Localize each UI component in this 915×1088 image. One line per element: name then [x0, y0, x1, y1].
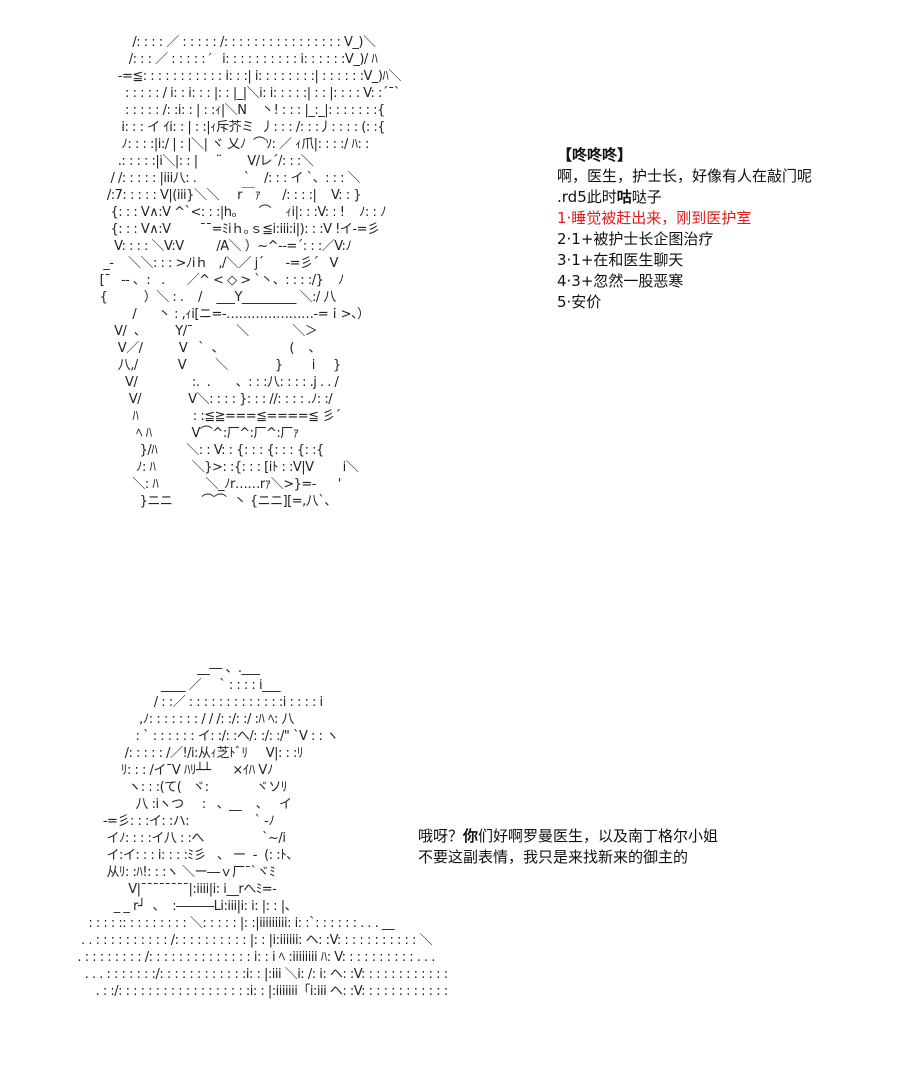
- choice-block: 【咚咚咚】 啊，医生，护士长，好像有人在敲门呢 .rd5此时咕哒子 1·睡觉被赶…: [557, 145, 812, 313]
- choice-option-4: 4·3+忽然一股恶寒: [557, 272, 684, 290]
- roll-suffix: 哒子: [631, 188, 662, 206]
- roll-bold: 咕: [616, 188, 632, 206]
- choice-option-5: 5·安价: [557, 293, 602, 311]
- speech-line-2: 不要这副表情，我只是来找新来的御主的: [418, 848, 689, 866]
- speech-suffix: 们好啊罗曼医生，以及南丁格尔小姐: [478, 827, 719, 845]
- choice-option-3: 3·1+在和医生聊天: [557, 251, 684, 269]
- dialogue-line: 啊，医生，护士长，好像有人在敲门呢: [557, 166, 812, 187]
- choice-option-1: 1·睡觉被赶出来，刚到医护室: [557, 209, 752, 227]
- dialogue-text: 啊，医生，护士长，好像有人在敲门呢: [557, 167, 813, 185]
- speech-block: 哦呀？你们好啊罗曼医生，以及南丁格尔小姐 不要这副表情，我只是来找新来的御主的: [418, 826, 718, 868]
- ascii-art-bottom: __― 、.___ ____ ／ ` : : : : i___ / : :／ :…: [77, 661, 448, 999]
- ascii-art-top: /: : : : ／ : : : : : /: : : : : : : : : …: [99, 35, 402, 509]
- roll-line: .rd5此时咕哒子: [557, 187, 812, 208]
- roll-prefix: .rd5此时: [557, 188, 617, 206]
- choice-header: 【咚咚咚】: [557, 146, 633, 164]
- speech-prefix: 哦呀？: [418, 827, 464, 845]
- speech-line-1: 哦呀？你们好啊罗曼医生，以及南丁格尔小姐: [418, 826, 718, 847]
- speech-bold: 你: [463, 827, 479, 845]
- choice-option-2: 2·1+被护士长企图治疗: [557, 230, 714, 248]
